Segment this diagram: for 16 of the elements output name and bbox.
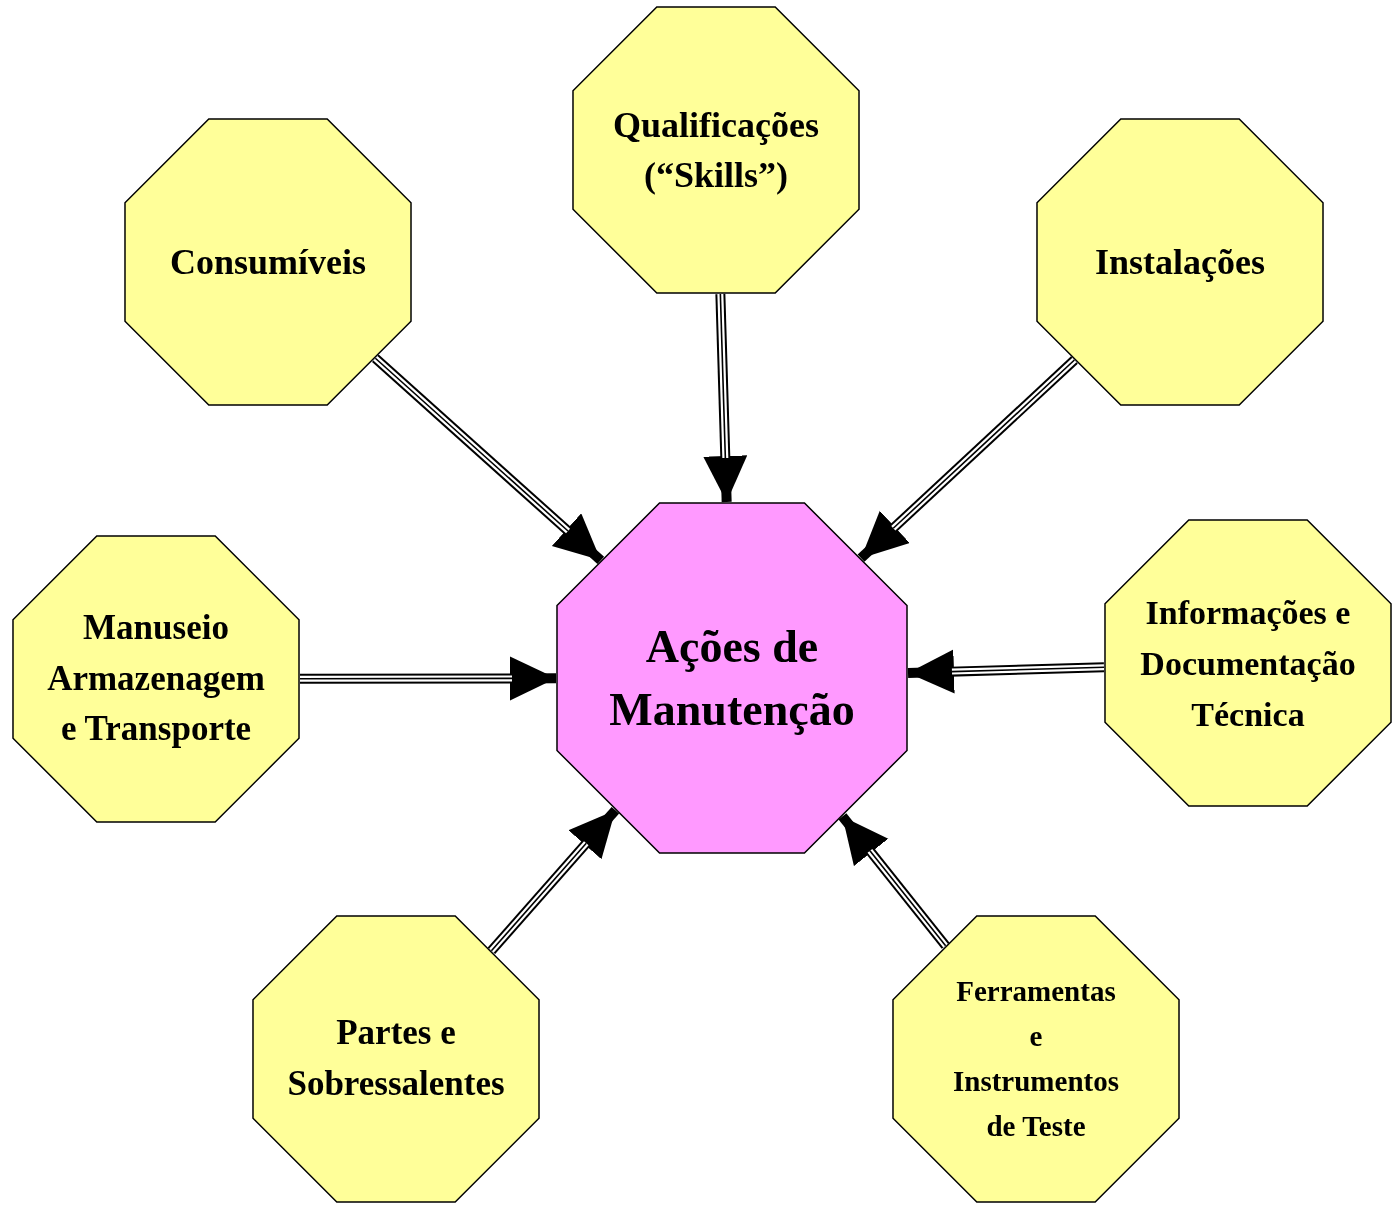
node-label: Ferramentas e Instrumentos de Teste xyxy=(953,974,1119,1144)
octagon-node xyxy=(12,535,300,823)
octagon-node xyxy=(124,118,412,406)
node-label: Ações de Manutenção xyxy=(609,619,855,737)
node-label: Partes e Sobressalentes xyxy=(287,1012,505,1105)
node-label: Manuseio Armazenagem e Transporte xyxy=(47,606,265,751)
node-label: Consumíveis xyxy=(170,240,366,284)
node-label: Informações e Documentação Técnica xyxy=(1140,592,1356,735)
octagon-node xyxy=(556,502,908,854)
octagon-node xyxy=(572,6,860,294)
octagon-node xyxy=(1104,519,1392,807)
node-label: Qualificações (“Skills”) xyxy=(613,103,819,197)
octagon-node xyxy=(252,915,540,1203)
octagon-node xyxy=(1036,118,1324,406)
node-label: Instalações xyxy=(1095,240,1265,284)
octagon-node xyxy=(892,915,1180,1203)
